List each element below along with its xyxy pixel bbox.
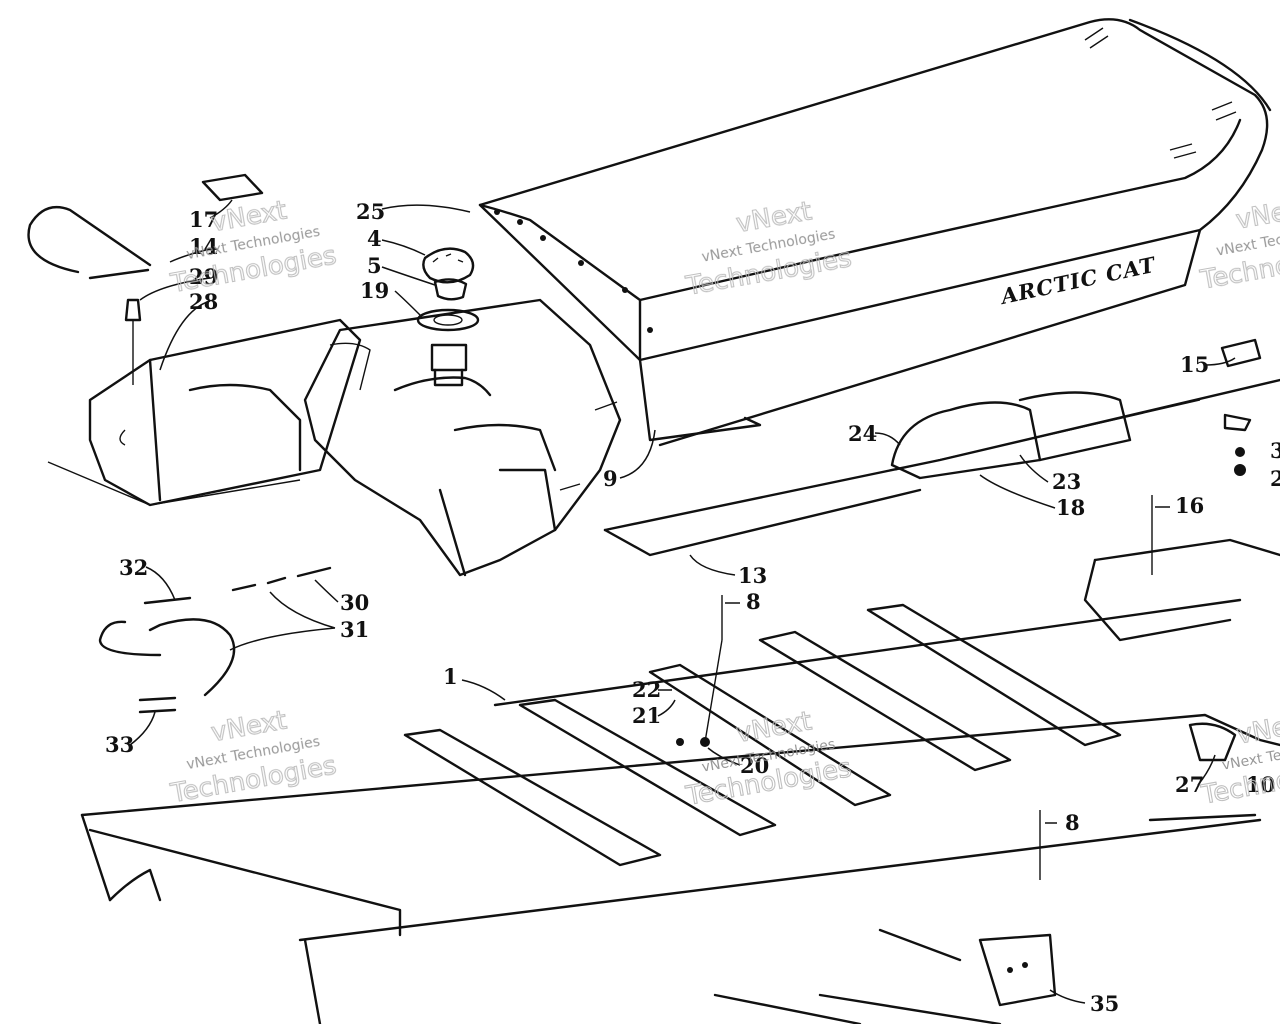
- tunnel-slats: [403, 603, 1122, 867]
- fuel-cap-stack: [416, 247, 480, 387]
- seat-assembly: ARCTIC CAT: [478, 18, 1272, 447]
- callout-2: 2: [1270, 466, 1280, 491]
- fuel-tank: [303, 298, 622, 577]
- callout-28: 28: [189, 289, 218, 314]
- callout-13: 13: [738, 563, 767, 588]
- callout-35: 35: [1090, 991, 1119, 1016]
- leader-lines: [129, 199, 1236, 1004]
- callout-21: 21: [632, 703, 661, 728]
- fuel-lines: [27, 205, 332, 714]
- callout-8-bottom: 8: [1065, 810, 1080, 835]
- callout-18: 18: [1056, 495, 1085, 520]
- callout-32: 32: [119, 555, 148, 580]
- callout-5: 5: [367, 253, 382, 278]
- tunnel-frame: [80, 378, 1280, 1024]
- callout-29: 29: [189, 264, 218, 289]
- callout-19: 19: [360, 278, 389, 303]
- callout-27: 27: [1175, 772, 1204, 797]
- callout-25: 25: [356, 199, 385, 224]
- callout-15: 15: [1180, 352, 1209, 377]
- callout-33: 33: [105, 732, 134, 757]
- callout-30: 30: [340, 590, 369, 615]
- left-housing: [47, 318, 362, 507]
- callout-22: 22: [632, 677, 661, 702]
- callout-16: 16: [1175, 493, 1204, 518]
- callout-10: 10: [1246, 772, 1275, 797]
- watermark-big-6a: vNext: [1235, 708, 1280, 751]
- callout-20: 20: [740, 753, 769, 778]
- seat-strap: [890, 391, 1201, 480]
- callout-17: 17: [189, 207, 218, 232]
- callout-24: 24: [848, 421, 877, 446]
- callout-3: 3: [1270, 438, 1280, 463]
- callout-23: 23: [1052, 469, 1081, 494]
- callout-14: 14: [189, 234, 218, 259]
- small-parts: [124, 173, 1262, 880]
- callout-labels: 17 14 29 28 25 4 5 19 9 24 23 18 15 3 2 …: [105, 199, 1280, 1016]
- callout-8-top: 8: [746, 589, 761, 614]
- callout-9: 9: [603, 466, 618, 491]
- callout-4: 4: [367, 226, 382, 251]
- callout-1: 1: [443, 664, 458, 689]
- callout-31: 31: [340, 617, 369, 642]
- watermark-big-3a: vNext: [1234, 193, 1280, 236]
